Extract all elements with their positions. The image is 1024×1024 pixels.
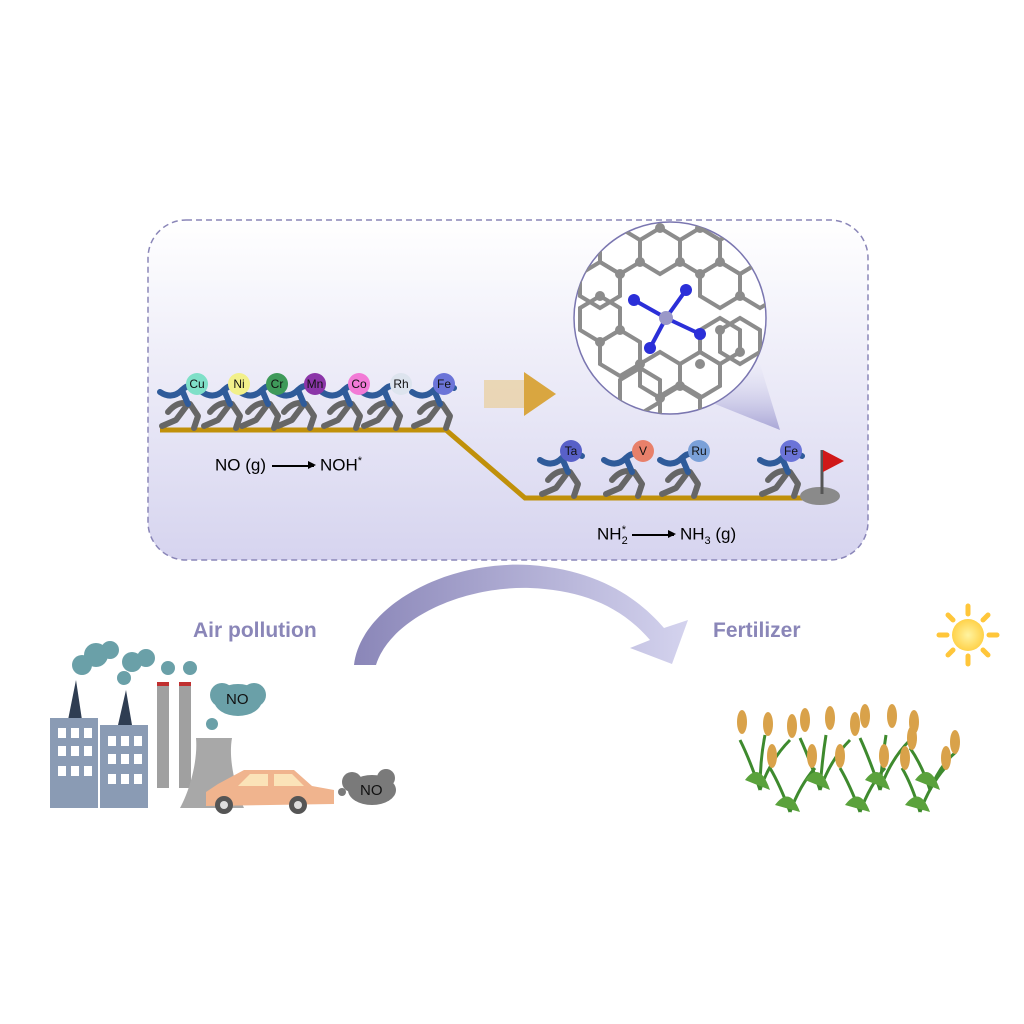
conversion-arrow — [354, 564, 688, 665]
reaction-2-reactant-sub: 2 — [621, 535, 628, 548]
car-exhaust-no-label: NO — [360, 782, 383, 799]
reaction-2-reactant-sup: * — [621, 524, 626, 536]
reaction-2-product-sub: 3 — [704, 535, 711, 548]
wheat-field-icon — [737, 704, 960, 813]
reaction-step-1: NO (g) NOH* — [215, 455, 362, 476]
metal-badge-rh: Rh — [390, 373, 412, 395]
reaction-1-product: NOH — [320, 455, 358, 475]
reaction-track — [160, 427, 810, 501]
metal-badge-co: Co — [348, 373, 370, 395]
metal-badge-fe: Fe — [433, 373, 455, 395]
metal-badge-ru: Ru — [688, 440, 710, 462]
metal-badge-cr: Cr — [266, 373, 288, 395]
zoom-cone — [715, 364, 780, 430]
reaction-arrow-icon — [631, 531, 676, 538]
metal-badge-ni: Ni — [228, 373, 250, 395]
air-pollution-title: Air pollution — [193, 619, 317, 642]
sun-icon — [936, 603, 1000, 667]
fertilizer-title: Fertilizer — [713, 619, 801, 642]
reaction-arrow-icon — [272, 462, 316, 469]
metal-badge-v: V — [632, 440, 654, 462]
reaction-1-product-sup: * — [357, 455, 363, 467]
progress-arrow-icon — [484, 372, 556, 416]
metal-badge-fe-2: Fe — [780, 440, 802, 462]
reaction-step-2: NH2*NH3 (g) — [597, 524, 736, 547]
car-icon — [206, 769, 396, 814]
finish-flag-icon — [800, 450, 844, 505]
factory-no-label: NO — [226, 691, 249, 708]
reaction-2-product-suffix: (g) — [710, 524, 737, 544]
metal-badge-mn: Mn — [304, 373, 326, 395]
metal-badge-cu: Cu — [186, 373, 208, 395]
reaction-2-reactant: NH — [597, 524, 622, 544]
reaction-1-reactant: NO (g) — [215, 455, 266, 475]
reaction-2-product: NH — [679, 524, 705, 544]
metal-badge-ta: Ta — [560, 440, 582, 462]
